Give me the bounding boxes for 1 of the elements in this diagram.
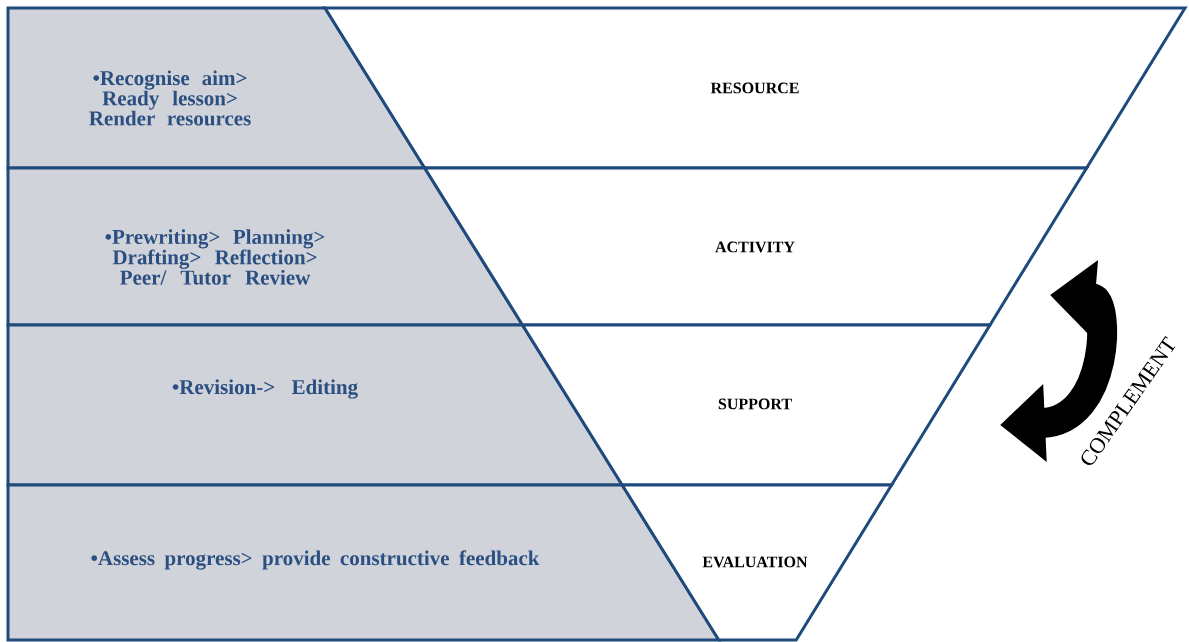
band-trapezoid: •Revision-> Editing [6,323,625,487]
